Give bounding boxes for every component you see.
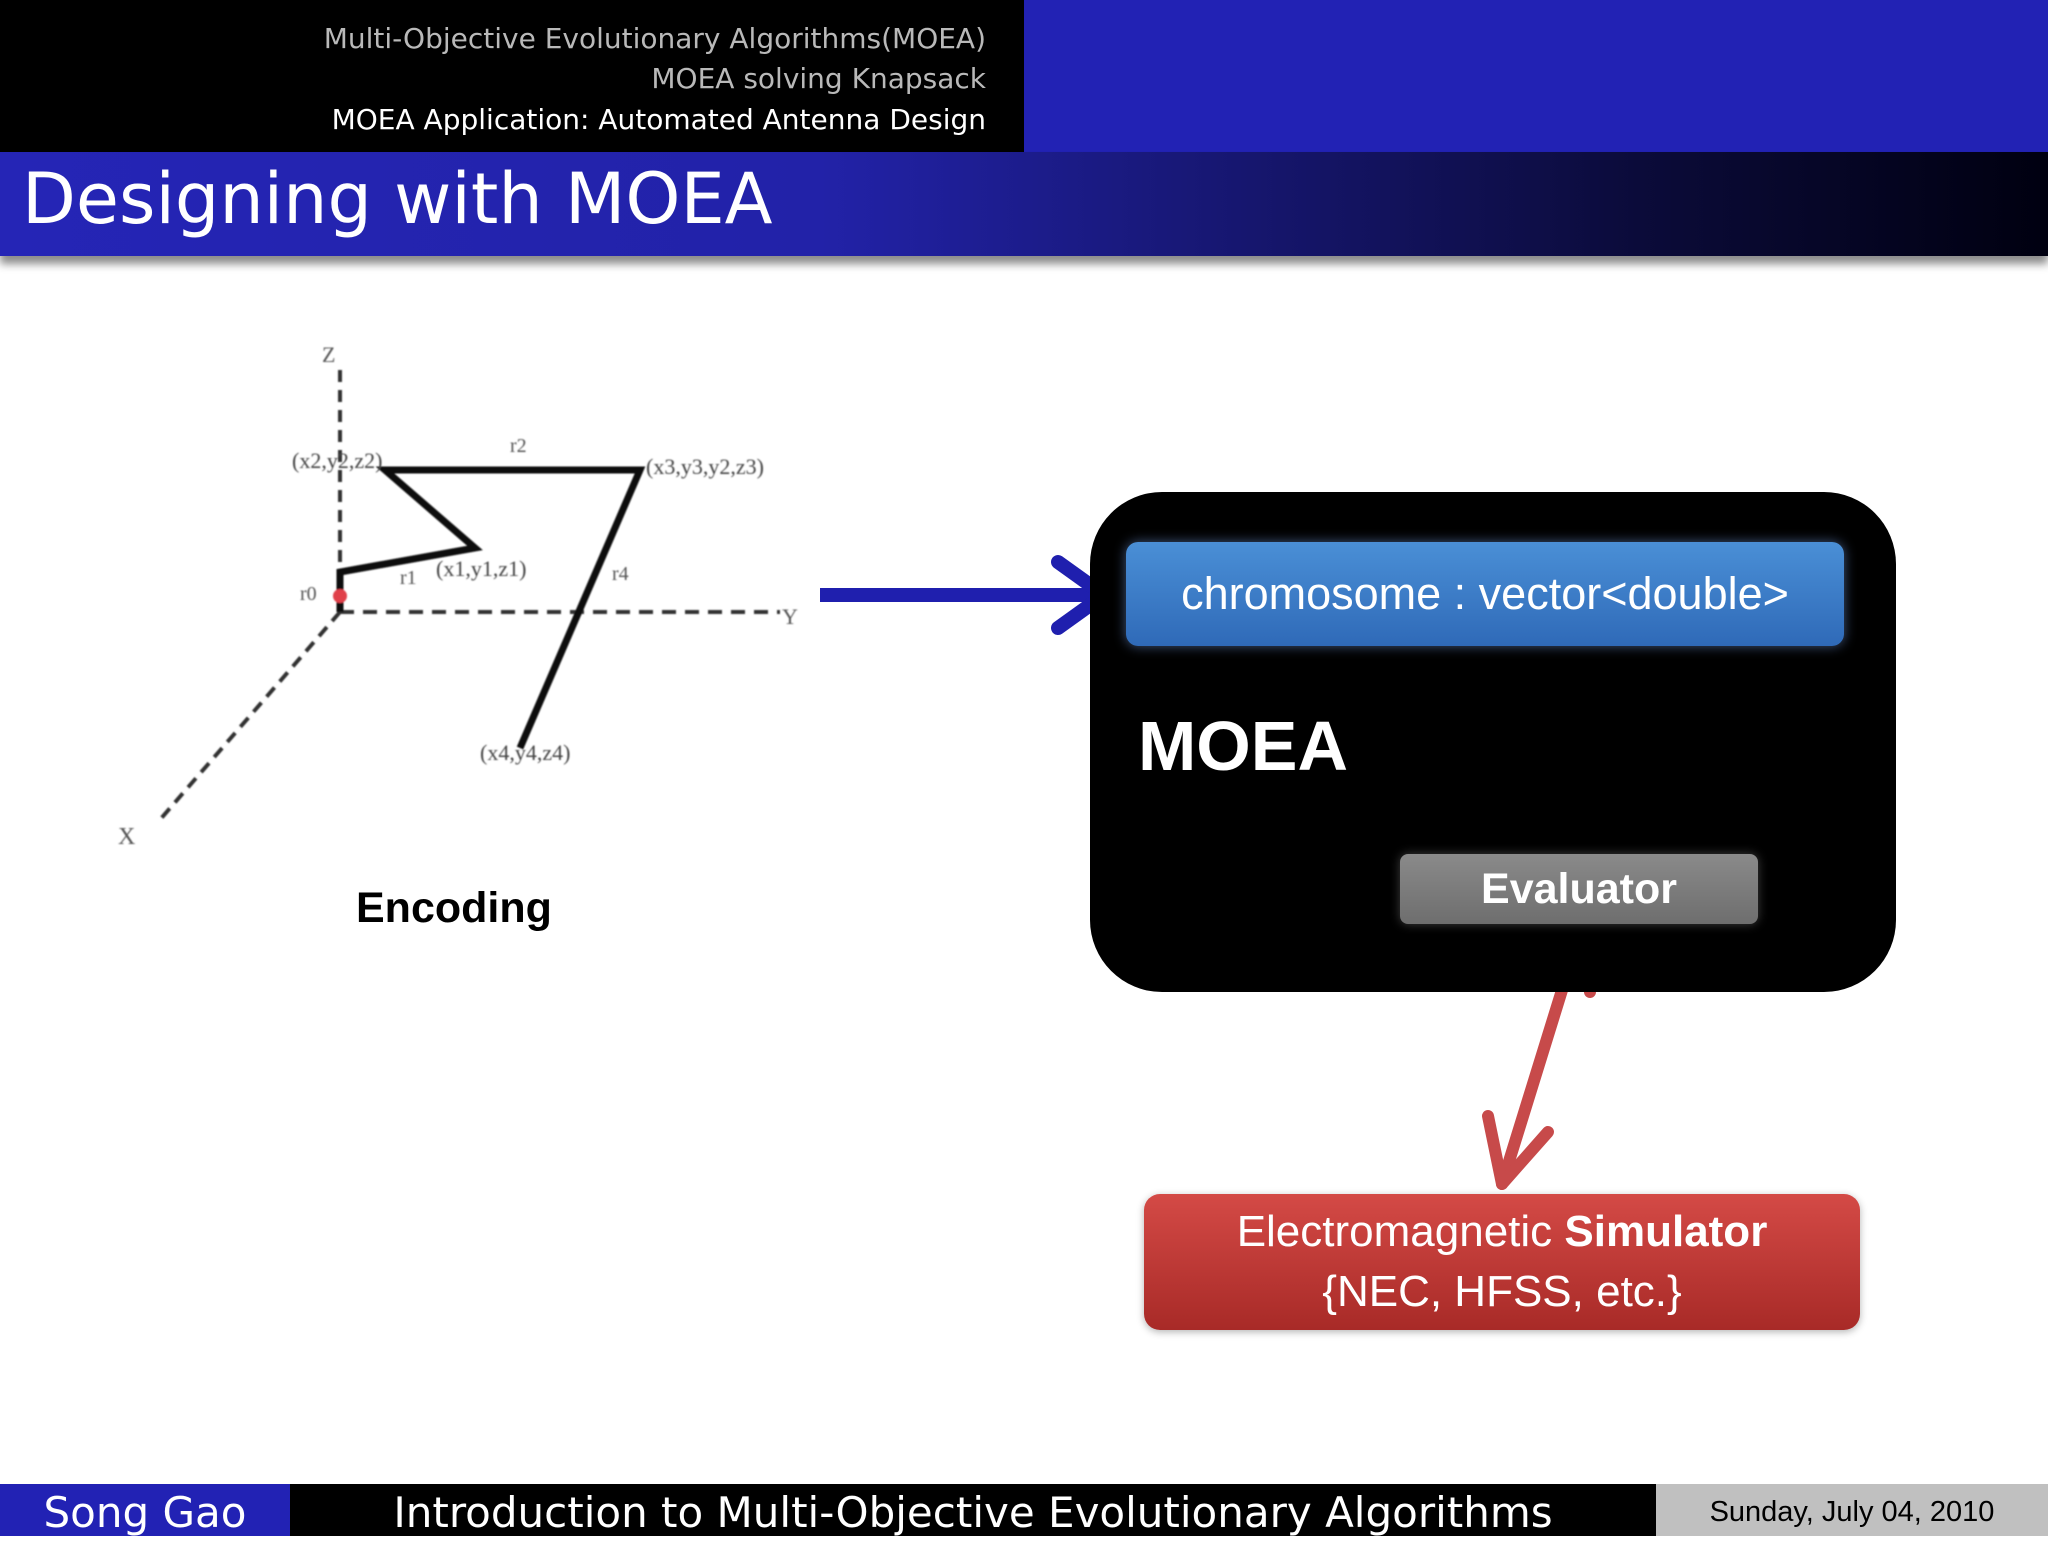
chromosome-box: chromosome : vector<double> [1126,542,1844,646]
segment-label-r2: r2 [510,435,527,457]
encoding-arrow [820,555,1111,635]
antenna-encoding-figure: Z Y X (x2,y2,z2) (x3,y3,y2,z3) (x1,y1,z1… [118,342,798,850]
x-axis-label: X [118,824,135,850]
footer-title: Introduction to Multi-Objective Evolutio… [290,1484,1656,1537]
simulator-line-2: {NEC, HFSS, etc.} [1322,1267,1682,1316]
footer-date: Sunday, July 04, 2010 [1656,1484,2048,1536]
footer: Song Gao Introduction to Multi-Objective… [0,1484,2048,1537]
header-nav-panel [0,0,1024,152]
diagram-canvas: Z Y X (x2,y2,z2) (x3,y3,y2,z3) (x1,y1,z1… [118,342,1596,1190]
bidirectional-arrow-head-bottom [1482,1110,1554,1190]
point-label-p4: (x4,y4,z4) [480,740,570,765]
nav-section-antenna-design[interactable]: MOEA Application: Automated Antenna Desi… [331,103,986,136]
segment-label-r1: r1 [400,567,417,589]
x-axis-line [156,610,342,824]
simulator-line-1: Electromagnetic Simulator [1144,1202,1860,1262]
simulator-prefix: Electromagnetic [1236,1207,1565,1256]
point-label-p1: (x1,y1,z1) [436,556,526,581]
arrow-overlay-spacer [1500,900,1700,940]
simulator-box: Electromagnetic Simulator {NEC, HFSS, et… [1144,1194,1860,1330]
simulator-bold: Simulator [1564,1207,1768,1256]
header-blue-panel [1024,0,2048,152]
title-bar [0,152,2048,256]
segment-label-r4: r4 [612,563,629,585]
moea-title: MOEA [1138,707,1348,785]
nav-section-knapsack[interactable]: MOEA solving Knapsack [651,62,986,95]
segment-label-r0: r0 [300,583,317,605]
footer-author: Song Gao [0,1484,290,1537]
nav-section-moea[interactable]: Multi-Objective Evolutionary Algorithms(… [323,22,986,55]
point-label-p3: (x3,y3,y2,z3) [646,454,764,479]
y-axis-label: Y [782,604,798,629]
antenna-wire [336,466,646,750]
z-axis-label: Z [322,342,335,367]
slide-title: Designing with MOEA [22,158,773,240]
encoding-label: Encoding [356,884,552,932]
evaluator-box: Evaluator [1400,854,1758,924]
feed-point-marker [333,589,347,603]
point-label-p2: (x2,y2,z2) [292,448,382,473]
